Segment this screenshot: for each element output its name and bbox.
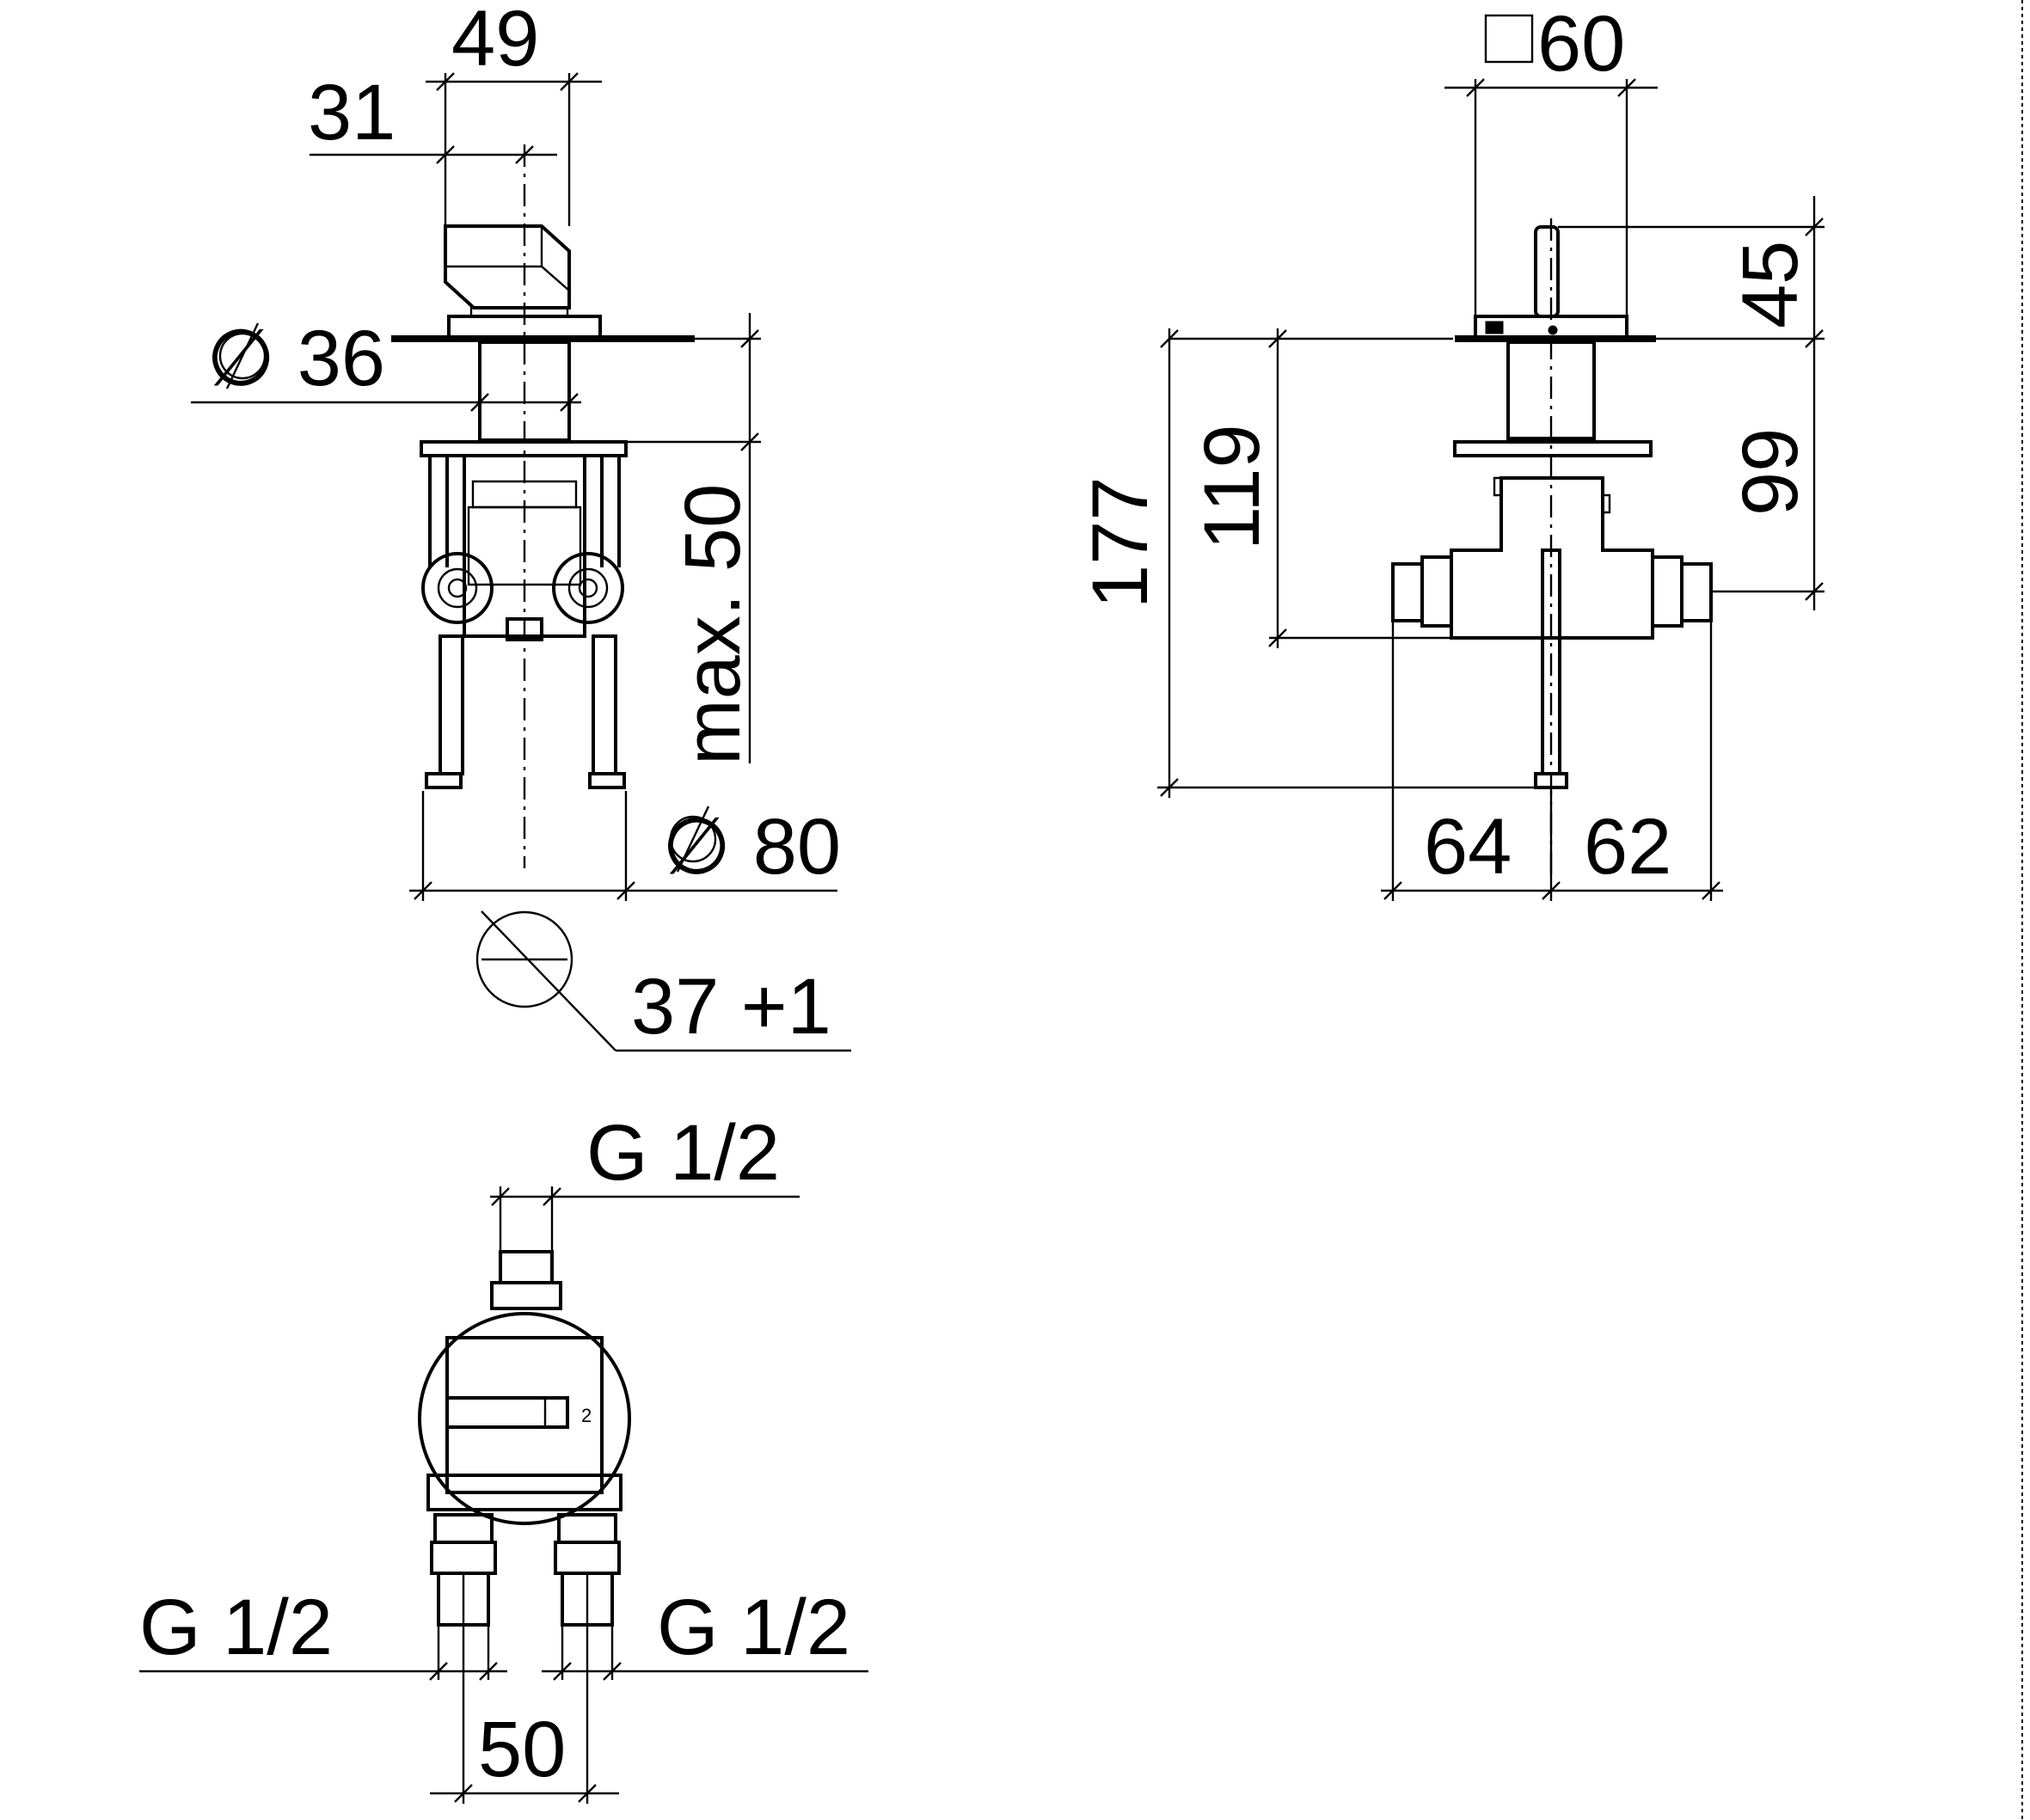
dim-half-width: 31 bbox=[308, 69, 396, 156]
dim-total-depth: 177 bbox=[1076, 477, 1164, 610]
dim-inlet-thread-right: G 1/2 bbox=[657, 1584, 850, 1671]
dim-flange-diameter: ∅ 36 bbox=[206, 315, 385, 402]
dim-to-body: 119 bbox=[1188, 424, 1276, 550]
top-view: 2 bbox=[139, 1186, 868, 1804]
svg-text:2: 2 bbox=[581, 1405, 592, 1426]
dim-lever-height: 45 bbox=[1726, 241, 1814, 328]
dim-base-diameter: ∅ 80 bbox=[662, 803, 841, 891]
dim-depth: max. 50 bbox=[669, 484, 757, 765]
dim-square-cover: 60 bbox=[1537, 0, 1625, 88]
dim-right-offset: 62 bbox=[1584, 803, 1671, 891]
dim-to-outlet: 99 bbox=[1726, 428, 1814, 516]
dim-top-width: 49 bbox=[451, 0, 539, 83]
dim-inlet-spacing: 50 bbox=[478, 1706, 566, 1793]
side-view bbox=[1157, 14, 1825, 901]
dim-left-offset: 64 bbox=[1424, 803, 1512, 891]
dim-inlet-thread-left: G 1/2 bbox=[139, 1584, 333, 1671]
dim-cutout: 37 +1 bbox=[631, 963, 831, 1051]
dim-outlet-thread: G 1/2 bbox=[586, 1109, 780, 1197]
front-view bbox=[191, 72, 851, 1052]
